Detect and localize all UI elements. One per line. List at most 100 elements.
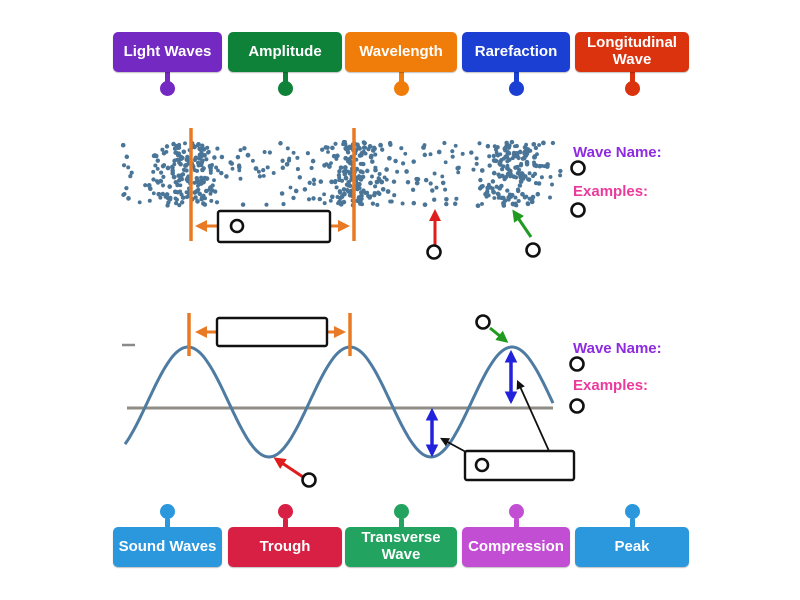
particle-dot: [514, 143, 519, 149]
drop-target-wave-name-longitudinal[interactable]: [570, 160, 586, 176]
particle-dot: [423, 177, 429, 183]
drop-target-amplitude[interactable]: [474, 457, 490, 473]
chip-pin-stem: [398, 71, 404, 83]
particle-dot: [305, 151, 310, 156]
particle-dot: [345, 150, 351, 155]
drop-target-examples-transverse[interactable]: [569, 398, 585, 414]
particle-dot: [318, 179, 324, 184]
label-chip-longitudinal-wave[interactable]: Longitudinal Wave: [575, 32, 689, 72]
particle-dot: [527, 171, 532, 176]
particle-dot: [288, 185, 293, 190]
label-chip-wrap-peak: Peak: [575, 504, 689, 568]
label-chip-rarefaction[interactable]: Rarefaction: [462, 32, 570, 72]
particle-dot: [165, 203, 170, 208]
label-chip-wrap-transverse-wave: Transverse Wave: [345, 504, 457, 568]
drop-target-trough[interactable]: [301, 472, 317, 488]
particle-dot: [385, 189, 391, 194]
particle-dot: [338, 195, 343, 201]
drop-target-peak[interactable]: [475, 314, 491, 330]
particle-dot: [349, 189, 354, 194]
particle-dot: [124, 154, 130, 160]
label-chip-compression[interactable]: Compression: [462, 527, 570, 567]
particle-dot: [432, 197, 437, 202]
label-chip-wrap-light-waves: Light Waves: [113, 32, 222, 96]
particle-dot: [284, 161, 290, 167]
particle-dot: [196, 163, 201, 168]
particle-dot: [205, 145, 210, 150]
particle-dot: [520, 156, 526, 161]
particle-dot: [387, 155, 392, 161]
particle-dot: [509, 194, 513, 199]
particle-dot: [373, 165, 378, 170]
particle-dot: [326, 150, 330, 154]
particle-dot: [428, 181, 433, 186]
particle-dot: [312, 182, 316, 186]
particle-dot: [177, 203, 182, 208]
particle-dot: [373, 184, 378, 189]
particle-dot: [370, 201, 376, 206]
label-chip-transverse-wave[interactable]: Transverse Wave: [345, 527, 457, 567]
particle-dot: [456, 170, 461, 175]
particle-dot: [161, 174, 166, 180]
drop-target-wave-name-transverse[interactable]: [569, 356, 585, 372]
particle-dot: [174, 150, 179, 155]
particle-dot: [280, 158, 285, 163]
particle-dot: [548, 195, 552, 200]
particle-dot: [196, 180, 201, 186]
particle-dot: [202, 202, 208, 207]
wave-name-label: Wave Name:: [573, 340, 662, 357]
transverse-wave-curve: [123, 345, 555, 459]
particle-dot: [181, 149, 187, 155]
label-chip-peak[interactable]: Peak: [575, 527, 689, 567]
drop-target-examples-longitudinal[interactable]: [570, 202, 586, 218]
particle-dot: [219, 170, 224, 176]
particle-dot: [357, 185, 362, 191]
particle-dot: [302, 187, 308, 192]
particle-dot: [216, 168, 220, 173]
drop-target-compression[interactable]: [525, 242, 541, 258]
particle-dot: [291, 195, 296, 201]
particle-dot: [341, 142, 346, 147]
chip-pin-stem: [629, 518, 635, 530]
particle-dot: [487, 154, 492, 159]
particle-dot: [536, 181, 542, 186]
particle-dot: [197, 152, 203, 158]
chip-pin-stem: [165, 518, 170, 530]
particle-dot: [120, 142, 126, 148]
particle-dot: [215, 146, 220, 151]
answer-box-wavelength-longitudinal[interactable]: [216, 209, 332, 244]
particle-dot: [506, 197, 511, 202]
drop-target-rarefaction[interactable]: [426, 244, 442, 260]
label-chip-text: Peak: [614, 537, 650, 555]
drop-target-wavelength-longitudinal[interactable]: [229, 218, 245, 234]
label-chip-amplitude[interactable]: Amplitude: [228, 32, 342, 72]
particle-dot: [358, 190, 364, 195]
particle-dot: [173, 179, 179, 185]
particle-dot: [380, 147, 385, 152]
label-chip-wrap-trough: Trough: [228, 504, 342, 568]
particle-dot: [322, 201, 327, 206]
particle-dot: [422, 152, 428, 158]
particle-dot: [192, 157, 198, 163]
particle-dot: [339, 178, 345, 183]
particle-dot: [309, 165, 314, 171]
label-chip-sound-waves[interactable]: Sound Waves: [113, 527, 222, 567]
particle-dot: [151, 191, 156, 196]
particle-dot: [146, 183, 152, 188]
particle-dot: [415, 176, 421, 182]
particle-dot: [235, 154, 241, 160]
particle-dot: [175, 190, 180, 195]
answer-box-amplitude[interactable]: [463, 449, 576, 482]
chip-pin-ball: [624, 504, 640, 519]
particle-dot: [477, 141, 482, 146]
label-chip-wavelength[interactable]: Wavelength: [345, 32, 457, 72]
particle-dot: [511, 152, 516, 157]
particle-dot: [177, 142, 182, 147]
answer-box-wavelength-transverse[interactable]: [215, 316, 329, 348]
label-chip-trough[interactable]: Trough: [228, 527, 342, 567]
label-chip-light-waves[interactable]: Light Waves: [113, 32, 222, 72]
label-chip-wrap-sound-waves: Sound Waves: [113, 504, 222, 568]
particle-dot: [333, 141, 338, 146]
particle-dot: [517, 183, 523, 188]
